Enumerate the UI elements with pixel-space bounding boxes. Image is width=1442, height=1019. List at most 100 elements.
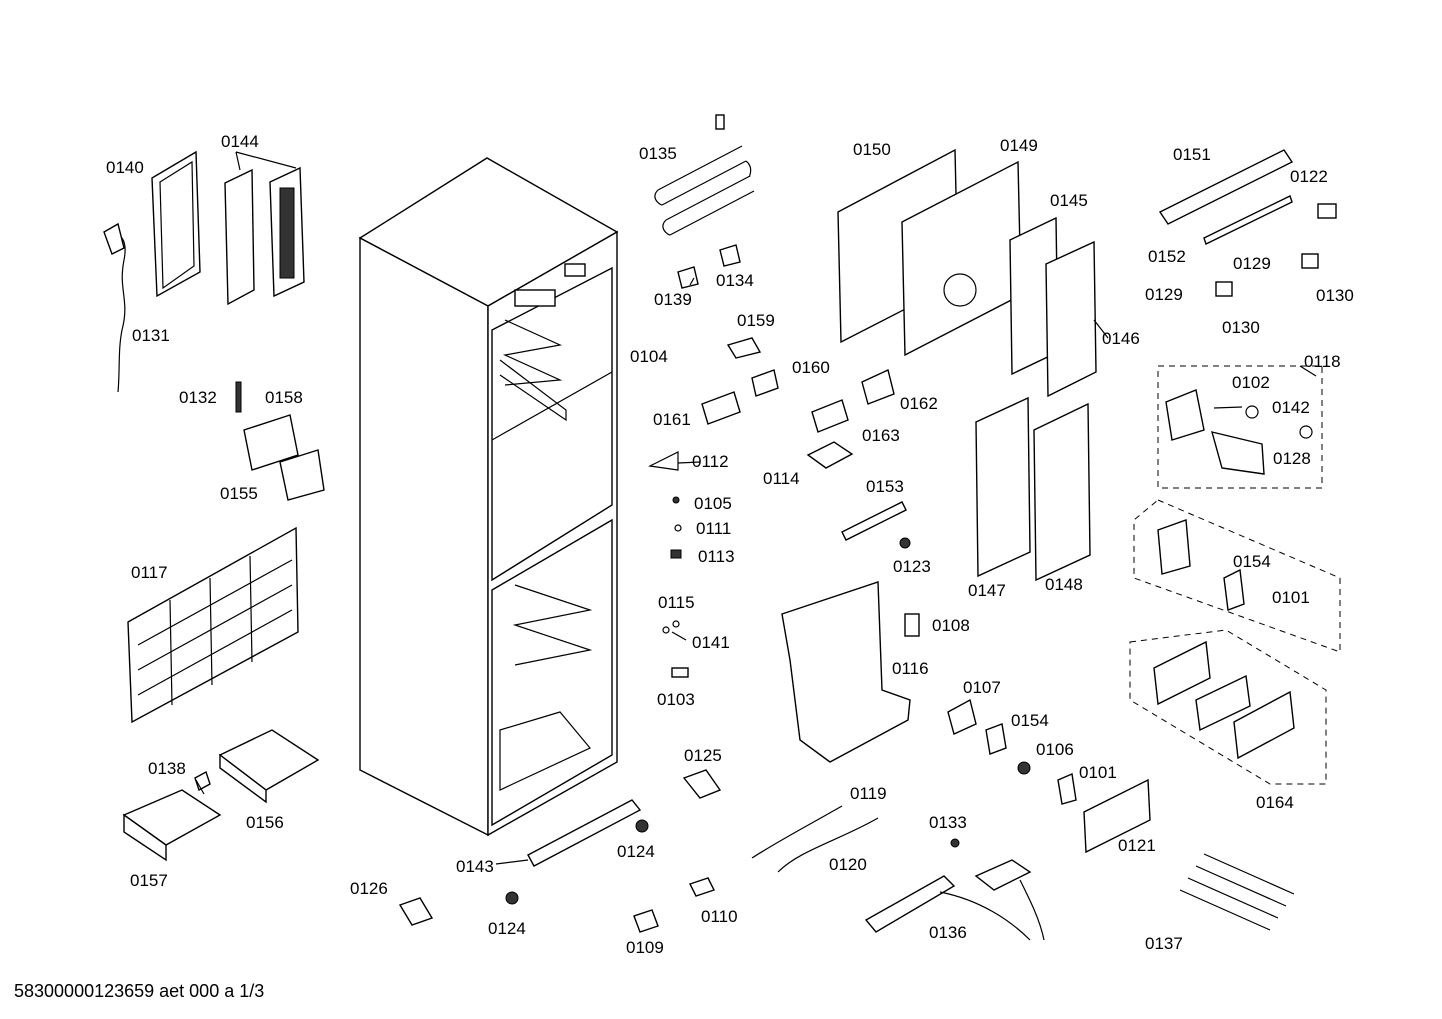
label-0110: 0110 [701, 907, 738, 926]
label-0103: 0103 [657, 690, 695, 709]
part-0135-evaporator [654, 114, 755, 236]
label-0164: 0164 [1256, 793, 1294, 812]
part-0137-heater [1179, 853, 1295, 931]
part-0143 [527, 799, 642, 867]
part-0106 [1017, 761, 1031, 775]
label-0161: 0161 [653, 410, 691, 429]
part-0103 [671, 667, 689, 678]
part-0105 [672, 496, 680, 504]
label-0130-b: 0130 [1222, 318, 1260, 337]
label-0136: 0136 [929, 923, 967, 942]
label-0116: 0116 [892, 659, 929, 678]
label-0108: 0108 [932, 616, 970, 635]
part-0144-board [224, 168, 255, 306]
label-0131: 0131 [132, 326, 170, 345]
label-0126: 0126 [350, 879, 388, 898]
label-0133: 0133 [929, 813, 967, 832]
label-0144: 0144 [221, 132, 259, 151]
part-0120-wire [777, 817, 879, 873]
label-0117: 0117 [131, 563, 168, 582]
label-0120: 0120 [829, 855, 867, 874]
part-0109 [633, 909, 659, 933]
part-0116-housing [781, 581, 911, 763]
label-0152: 0152 [1148, 247, 1186, 266]
part-0117-grille [127, 526, 299, 724]
part-0122 [1317, 203, 1337, 219]
label-0121: 0121 [1118, 836, 1156, 855]
part-0156-tray [218, 729, 320, 791]
label-0104: 0104 [630, 347, 668, 366]
label-0149: 0149 [1000, 136, 1038, 155]
label-0128: 0128 [1273, 449, 1311, 468]
part-0129-130-a [1301, 253, 1319, 269]
part-0136-duct [864, 875, 956, 933]
label-0125: 0125 [684, 746, 722, 765]
leader-lines [195, 151, 1317, 865]
label-0135: 0135 [639, 144, 677, 163]
group-0118-outline [1157, 365, 1323, 489]
part-0114 [806, 441, 854, 469]
part-0155 [279, 449, 325, 501]
part-0158 [243, 414, 299, 471]
label-0115: 0115 [658, 593, 695, 612]
label-0157: 0157 [130, 871, 168, 890]
part-0108 [904, 613, 920, 637]
label-0141: 0141 [692, 633, 730, 652]
part-0112 [648, 451, 679, 471]
label-0147: 0147 [968, 581, 1006, 600]
part-0134 [719, 244, 741, 267]
label-0140: 0140 [106, 158, 144, 177]
part-0119-wire [751, 805, 843, 859]
label-0153: 0153 [866, 477, 904, 496]
label-0130: 0130 [1316, 286, 1354, 305]
group-0154-outline [1133, 499, 1341, 653]
part-0148-rail [1033, 402, 1091, 582]
label-0142: 0142 [1272, 398, 1310, 417]
label-0139: 0139 [654, 290, 692, 309]
label-0145: 0145 [1050, 191, 1088, 210]
part-0146 [1045, 240, 1097, 398]
label-0119: 0119 [850, 784, 887, 803]
label-0134: 0134 [716, 271, 754, 290]
part-0147-rail [975, 396, 1031, 578]
fridge-cabinet [358, 157, 619, 837]
label-0155: 0155 [220, 484, 258, 503]
document-footer: 58300000123659 aet 000 a 1/3 [14, 981, 265, 1001]
label-0113: 0113 [698, 547, 735, 566]
part-0107 [947, 698, 977, 735]
part-0113 [670, 549, 682, 559]
label-0107: 0107 [963, 678, 1001, 697]
label-0122: 0122 [1290, 167, 1328, 186]
label-0162: 0162 [900, 394, 938, 413]
label-0118: 0118 [1304, 352, 1341, 371]
part-0153 [841, 501, 907, 541]
part-0124-screw-2 [505, 891, 519, 905]
label-0124-b: 0124 [488, 919, 526, 938]
part-0125 [682, 769, 722, 799]
part-0151-bar [1158, 149, 1294, 225]
label-0111: 0111 [696, 519, 732, 538]
part-0160 [751, 369, 779, 397]
part-0110 [689, 877, 715, 897]
part-0154-lower [985, 723, 1007, 755]
part-0152-strip [1203, 195, 1293, 245]
label-0150: 0150 [853, 140, 891, 159]
part-0133 [950, 838, 960, 848]
part-0123 [899, 537, 911, 549]
part-0139 [677, 266, 699, 289]
label-0138: 0138 [148, 759, 186, 778]
part-0159 [726, 337, 762, 359]
part-0124-screw [635, 819, 649, 833]
part-0126 [398, 897, 434, 926]
label-0105: 0105 [694, 494, 732, 513]
label-0102: 0102 [1232, 373, 1270, 392]
label-0129: 0129 [1233, 254, 1271, 273]
label-0151: 0151 [1173, 145, 1211, 164]
label-0156: 0156 [246, 813, 284, 832]
label-0160: 0160 [792, 358, 830, 377]
part-0161 [701, 391, 741, 425]
part-0121 [1083, 778, 1151, 854]
part-0163 [811, 399, 849, 433]
label-0154: 0154 [1011, 711, 1049, 730]
